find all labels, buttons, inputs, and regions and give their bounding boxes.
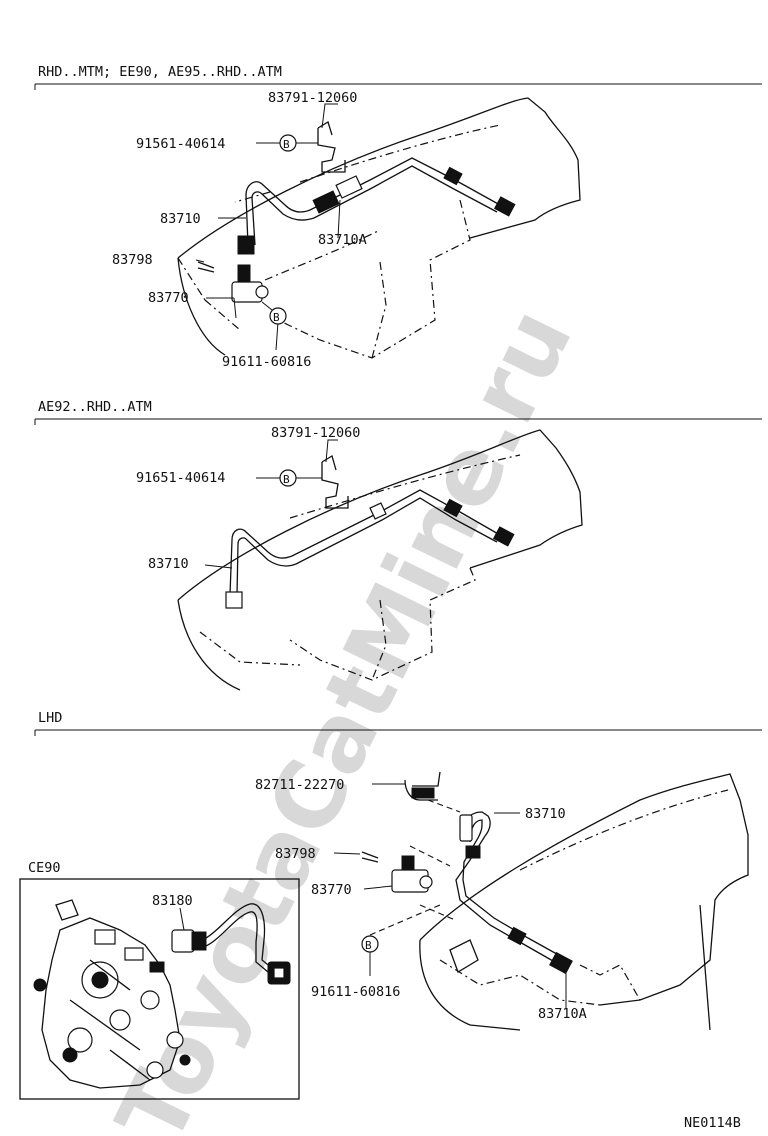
label-1-83798: 83798 [112, 252, 153, 268]
bolt-marker-1b [269, 307, 287, 325]
label-1-91561: 91561-40614 [136, 136, 225, 152]
label-2-91651: 91651-40614 [136, 470, 225, 486]
inset-ce90: CE90 8318 [19, 860, 300, 1100]
section-2: AE92..RHD..ATM B 83791-12060 91651-40614 [34, 399, 762, 691]
label-1-83710A: 83710A [318, 232, 367, 248]
bolt-marker-2-label: B [283, 473, 290, 486]
label-3-82711: 82711-22270 [255, 777, 344, 793]
bolt-marker-2 [279, 469, 297, 487]
label-2-83710: 83710 [148, 556, 189, 572]
section-1-divider [34, 83, 762, 90]
section-2-divider [34, 418, 762, 425]
speedometer-cable-3 [455, 811, 573, 975]
label-1-83791: 83791-12060 [268, 90, 357, 106]
inset-frame [19, 878, 300, 1100]
label-inset-83180: 83180 [152, 893, 193, 909]
leaders-3 [333, 783, 567, 1008]
footer-code: NE0114B [684, 1115, 741, 1131]
label-1-83770: 83770 [148, 290, 189, 306]
label-3-83710A: 83710A [538, 1006, 587, 1022]
bracket-2 [321, 455, 349, 509]
speedometer-cable-2 [225, 489, 515, 609]
section-1: RHD..MTM; EE90, AE95..RHD..ATM [34, 64, 762, 370]
bolt-marker-1a [279, 134, 297, 152]
label-3-83710: 83710 [525, 806, 566, 822]
speedometer-cable-1 [237, 157, 516, 255]
injection-pump [33, 899, 191, 1089]
engine-outline-2 [177, 429, 583, 691]
label-2-83791: 83791-12060 [271, 425, 360, 441]
section-3-title: LHD [38, 710, 62, 726]
inset-title: CE90 [28, 860, 61, 876]
inset-leader [179, 907, 185, 931]
bolt-marker-1a-label: B [283, 138, 290, 151]
speed-sensor [171, 903, 291, 985]
label-3-83770: 83770 [311, 882, 352, 898]
bracket-1 [317, 121, 346, 173]
leaders-2 [204, 439, 338, 569]
label-3-83798: 83798 [275, 846, 316, 862]
grommet [404, 771, 441, 801]
bolt-marker-3 [361, 935, 379, 953]
connector-lines-3 [369, 799, 461, 936]
engine-outline-3 [419, 773, 749, 1031]
section-3-divider [34, 729, 762, 736]
section-1-title: RHD..MTM; EE90, AE95..RHD..ATM [38, 64, 282, 80]
leaders-1 [195, 103, 341, 351]
section-3: LHD [34, 710, 762, 1031]
label-3-91611: 91611-60816 [311, 984, 400, 1000]
label-1-91611: 91611-60816 [222, 354, 311, 370]
bolt-marker-3-label: B [365, 939, 372, 952]
driven-gear-1 [197, 261, 269, 303]
label-1-83710: 83710 [160, 211, 201, 227]
driven-gear-3 [361, 851, 433, 893]
section-2-title: AE92..RHD..ATM [38, 399, 152, 415]
bolt-marker-1b-label: B [273, 311, 280, 324]
